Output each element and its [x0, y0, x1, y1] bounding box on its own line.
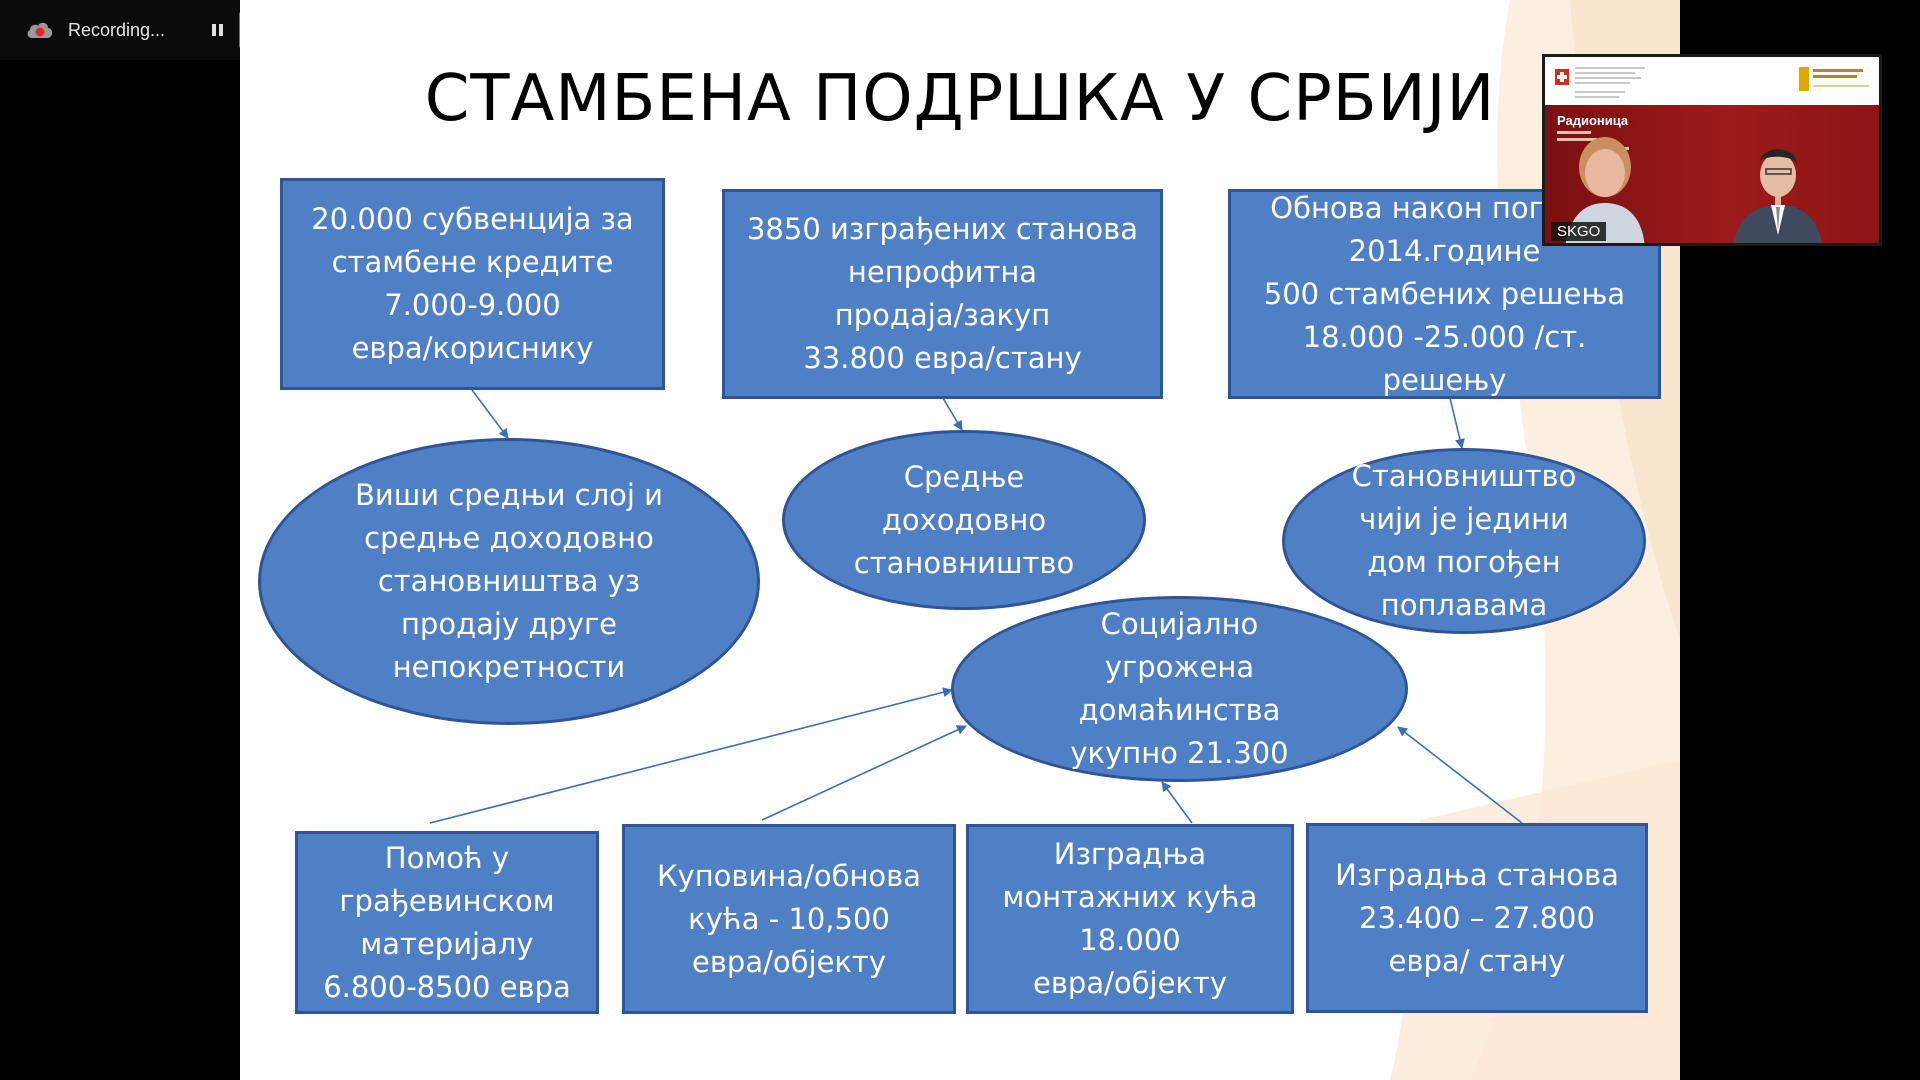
participant-name-label: SKGO: [1551, 222, 1607, 241]
measure-box-text: Помоћ у грађевинском материјалу 6.800-85…: [323, 840, 571, 1004]
info-box: 3850 изграђених станова непрофитна прода…: [722, 189, 1163, 399]
participant-video-tile[interactable]: Радионица SKGO: [1542, 54, 1882, 246]
target-group-text: Виши средњи слој и средње доходовно стан…: [354, 478, 664, 684]
measure-box-text: Изградња монтажних кућа 18.000 евра/обје…: [1002, 837, 1258, 1000]
pause-recording-button[interactable]: [204, 16, 230, 44]
arrow-line: [1161, 781, 1193, 824]
target-group-ellipse: Социјално угрожена домаћинства укупно 21…: [951, 596, 1408, 782]
info-box-text: 20.000 субвенција за стамбене кредите 7.…: [311, 202, 634, 365]
panel-title-text: Радионица: [1557, 113, 1629, 128]
target-group-text: Средње доходовно становништво: [853, 459, 1075, 580]
recording-status-label: Recording...: [68, 20, 166, 40]
arrow-line: [942, 397, 963, 431]
video-header: [1545, 57, 1879, 105]
target-group-ellipse: Становништво чији је једини дом погођен …: [1282, 448, 1646, 634]
info-box: 20.000 субвенција за стамбене кредите 7.…: [280, 178, 665, 390]
measure-box: Куповина/обнова кућа - 10,500 евра/објек…: [622, 824, 956, 1014]
arrow-line: [761, 725, 967, 821]
target-group-ellipse: Средње доходовно становништво: [782, 430, 1146, 610]
info-box-text: 3850 изграђених станова непрофитна прода…: [746, 212, 1139, 375]
target-group-text: Социјално угрожена домаћинства укупно 21…: [1070, 607, 1289, 770]
arrow-line: [1449, 397, 1465, 449]
pause-icon: [211, 24, 216, 36]
arrow-line: [471, 389, 509, 439]
target-group-ellipse: Виши средњи слој и средње доходовно стан…: [258, 438, 760, 725]
video-header-graphics: [1555, 67, 1869, 98]
video-feed: Радионица: [1545, 105, 1879, 243]
participants-figures: [1557, 131, 1822, 243]
measure-box: Изградња монтажних кућа 18.000 евра/обје…: [966, 824, 1294, 1014]
target-group-text: Становништво чији је једини дом погођен …: [1351, 459, 1577, 622]
measure-box: Изградња станова 23.400 – 27.800 евра/ с…: [1306, 823, 1648, 1013]
measure-box-text: Изградња станова 23.400 – 27.800 евра/ с…: [1335, 857, 1619, 978]
measure-box-text: Куповина/обнова кућа - 10,500 евра/објек…: [656, 858, 922, 979]
arrow-line: [1397, 726, 1523, 824]
arrow-line: [429, 687, 953, 824]
recording-bar: Recording...: [0, 0, 278, 60]
info-box: Обнова након поплава 2014.године 500 ста…: [1228, 189, 1661, 399]
presentation-slide: СТАМБЕНА ПОДРШКА У СРБИЈИ 20.000 субвенц…: [240, 0, 1680, 1080]
slide-title: СТАМБЕНА ПОДРШКА У СРБИЈИ: [424, 62, 1496, 136]
connector-arrows: [429, 389, 1523, 824]
cloud-record-icon: [27, 22, 53, 38]
measure-box: Помоћ у грађевинском материјалу 6.800-85…: [295, 831, 599, 1014]
